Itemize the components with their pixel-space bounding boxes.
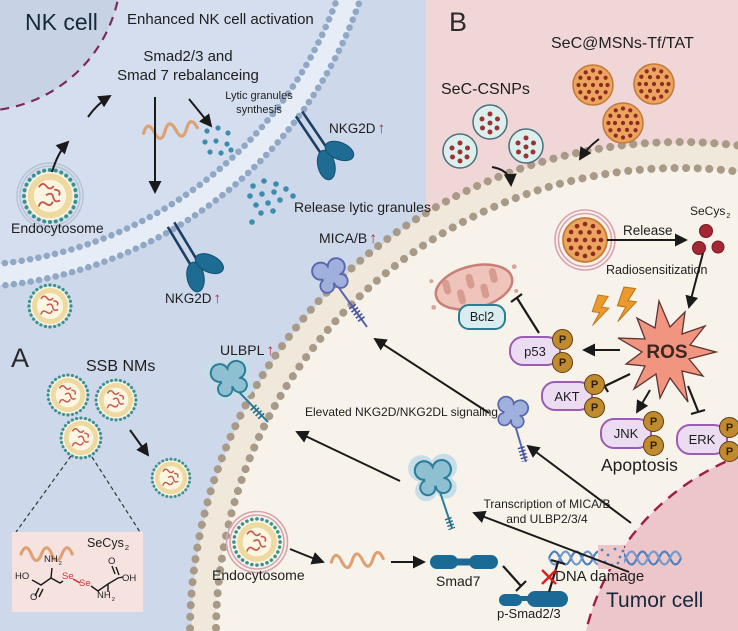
jnk-node: JNK P P — [600, 411, 664, 456]
sec-csnp-particle — [472, 104, 508, 140]
dna-damage-label: DNA damage — [555, 568, 645, 585]
smad7-protein — [430, 555, 498, 569]
smad-rebalance-label: Smad2/3 and Smad 7 rebalanceing — [117, 48, 259, 84]
sec-csnp-particle — [442, 133, 478, 169]
phospho-badge: P — [552, 352, 573, 373]
elevated-signaling-label: Elevated NKG2D/NKG2DL signaling — [305, 405, 498, 419]
sec-csnp-particle — [508, 128, 544, 164]
sec-msn-particle — [633, 63, 675, 105]
secys2-structure-box — [12, 455, 143, 612]
atom-se: Se — [79, 578, 91, 589]
phospho-badge: P — [584, 374, 605, 395]
atom-ho: HO — [15, 571, 30, 582]
panel-a-label: A — [11, 343, 30, 373]
upregulation-arrow-icon: ↑ — [369, 230, 378, 247]
phospho-badge: P — [719, 417, 738, 438]
upregulation-arrow-icon: ↑ — [377, 120, 386, 137]
ros-label: ROS — [646, 342, 688, 363]
secys2-label-b: SeCys2 — [690, 204, 731, 221]
transcription-label: Transcription of MICA/B and ULBP2/3/4 — [483, 497, 611, 526]
apoptosis-label: Apoptosis — [601, 455, 678, 475]
tumor-cytoplasm — [215, 167, 738, 631]
mica-b-ligand — [308, 253, 368, 328]
nk-nucleus — [0, 0, 119, 111]
atom-se: Se — [62, 571, 74, 582]
akt-node: AKT P P — [541, 374, 605, 418]
endocytosome-tumor-label: Endocytosome — [212, 567, 305, 583]
sec-msn-particle — [572, 64, 614, 106]
smad7-label: Smad7 — [436, 573, 481, 589]
nkg2d-top-label: NKG2D↑ — [329, 120, 386, 137]
endocytosome-vesicle-tumor — [225, 510, 289, 574]
sec-msn-particle — [602, 102, 644, 144]
lytic-synthesis-label: Lytic granules synthesis — [225, 90, 293, 116]
enhanced-activation-label: Enhanced NK cell activation — [127, 11, 314, 28]
endocytosome-vesicle-nk — [16, 162, 84, 230]
upregulation-arrow-icon: ↑ — [266, 342, 275, 359]
nk-cell-title: NK cell — [25, 9, 98, 35]
secys2-structure-title: SeCys2 — [87, 536, 129, 553]
atom-nh2: NH2 — [44, 554, 62, 567]
pathway-arrows — [51, 94, 704, 573]
ulbpl-label: ULBPL↑ — [220, 342, 275, 359]
mitochondria — [429, 263, 519, 311]
radiosensitization-label: Radiosensitization — [606, 263, 708, 277]
p53-node: p53 P P — [509, 329, 573, 373]
ssb-nms-label: SSB NMs — [86, 358, 156, 375]
p-smad23-protein — [499, 591, 568, 607]
phospho-badge: P — [552, 329, 573, 350]
tumor-cell-membrane — [186, 138, 738, 631]
lytic-granules — [202, 125, 234, 156]
transported-ligand-blue — [493, 394, 531, 463]
atom-oh: OH — [122, 573, 137, 584]
atom-nh2: NH2 — [97, 590, 115, 603]
atom-o: O — [108, 556, 116, 567]
erk-node: ERK P P — [676, 417, 738, 462]
ulbpl-ligand — [200, 349, 269, 423]
p-smad23-label: p-Smad2/3 — [497, 606, 561, 621]
upregulation-arrow-icon: ↑ — [213, 290, 222, 307]
mica-b-label: MICA/B↑ — [319, 230, 378, 247]
sec-msns-label: SeC@MSNs-Tf/TAT — [551, 35, 694, 52]
ros-burst — [617, 298, 719, 403]
bcl2-node: Bcl2 — [458, 304, 506, 330]
phospho-badge: P — [643, 435, 664, 456]
phospho-badge: P — [643, 411, 664, 432]
phospho-badge: P — [584, 397, 605, 418]
tumor-nucleus — [584, 455, 738, 631]
transported-ligand-teal — [406, 450, 462, 531]
endocytosome-nk-label: Endocytosome — [11, 220, 104, 236]
secys2-molecules — [692, 224, 725, 255]
atom-o: O — [30, 592, 38, 603]
blocked-x-icon — [541, 569, 557, 585]
msn-in-endosome — [554, 209, 616, 271]
phospho-badge: P — [719, 441, 738, 462]
nkg2d-left-label: NKG2D↑ — [165, 290, 222, 307]
released-lytic-granules — [247, 178, 296, 225]
release-label: Release — [623, 223, 673, 238]
panel-b-label: B — [449, 7, 468, 37]
release-lytic-label: Release lytic granules — [294, 199, 431, 215]
tumor-cell-title: Tumor cell — [606, 589, 704, 612]
sec-csnps-label: SeC-CSNPs — [441, 81, 530, 98]
